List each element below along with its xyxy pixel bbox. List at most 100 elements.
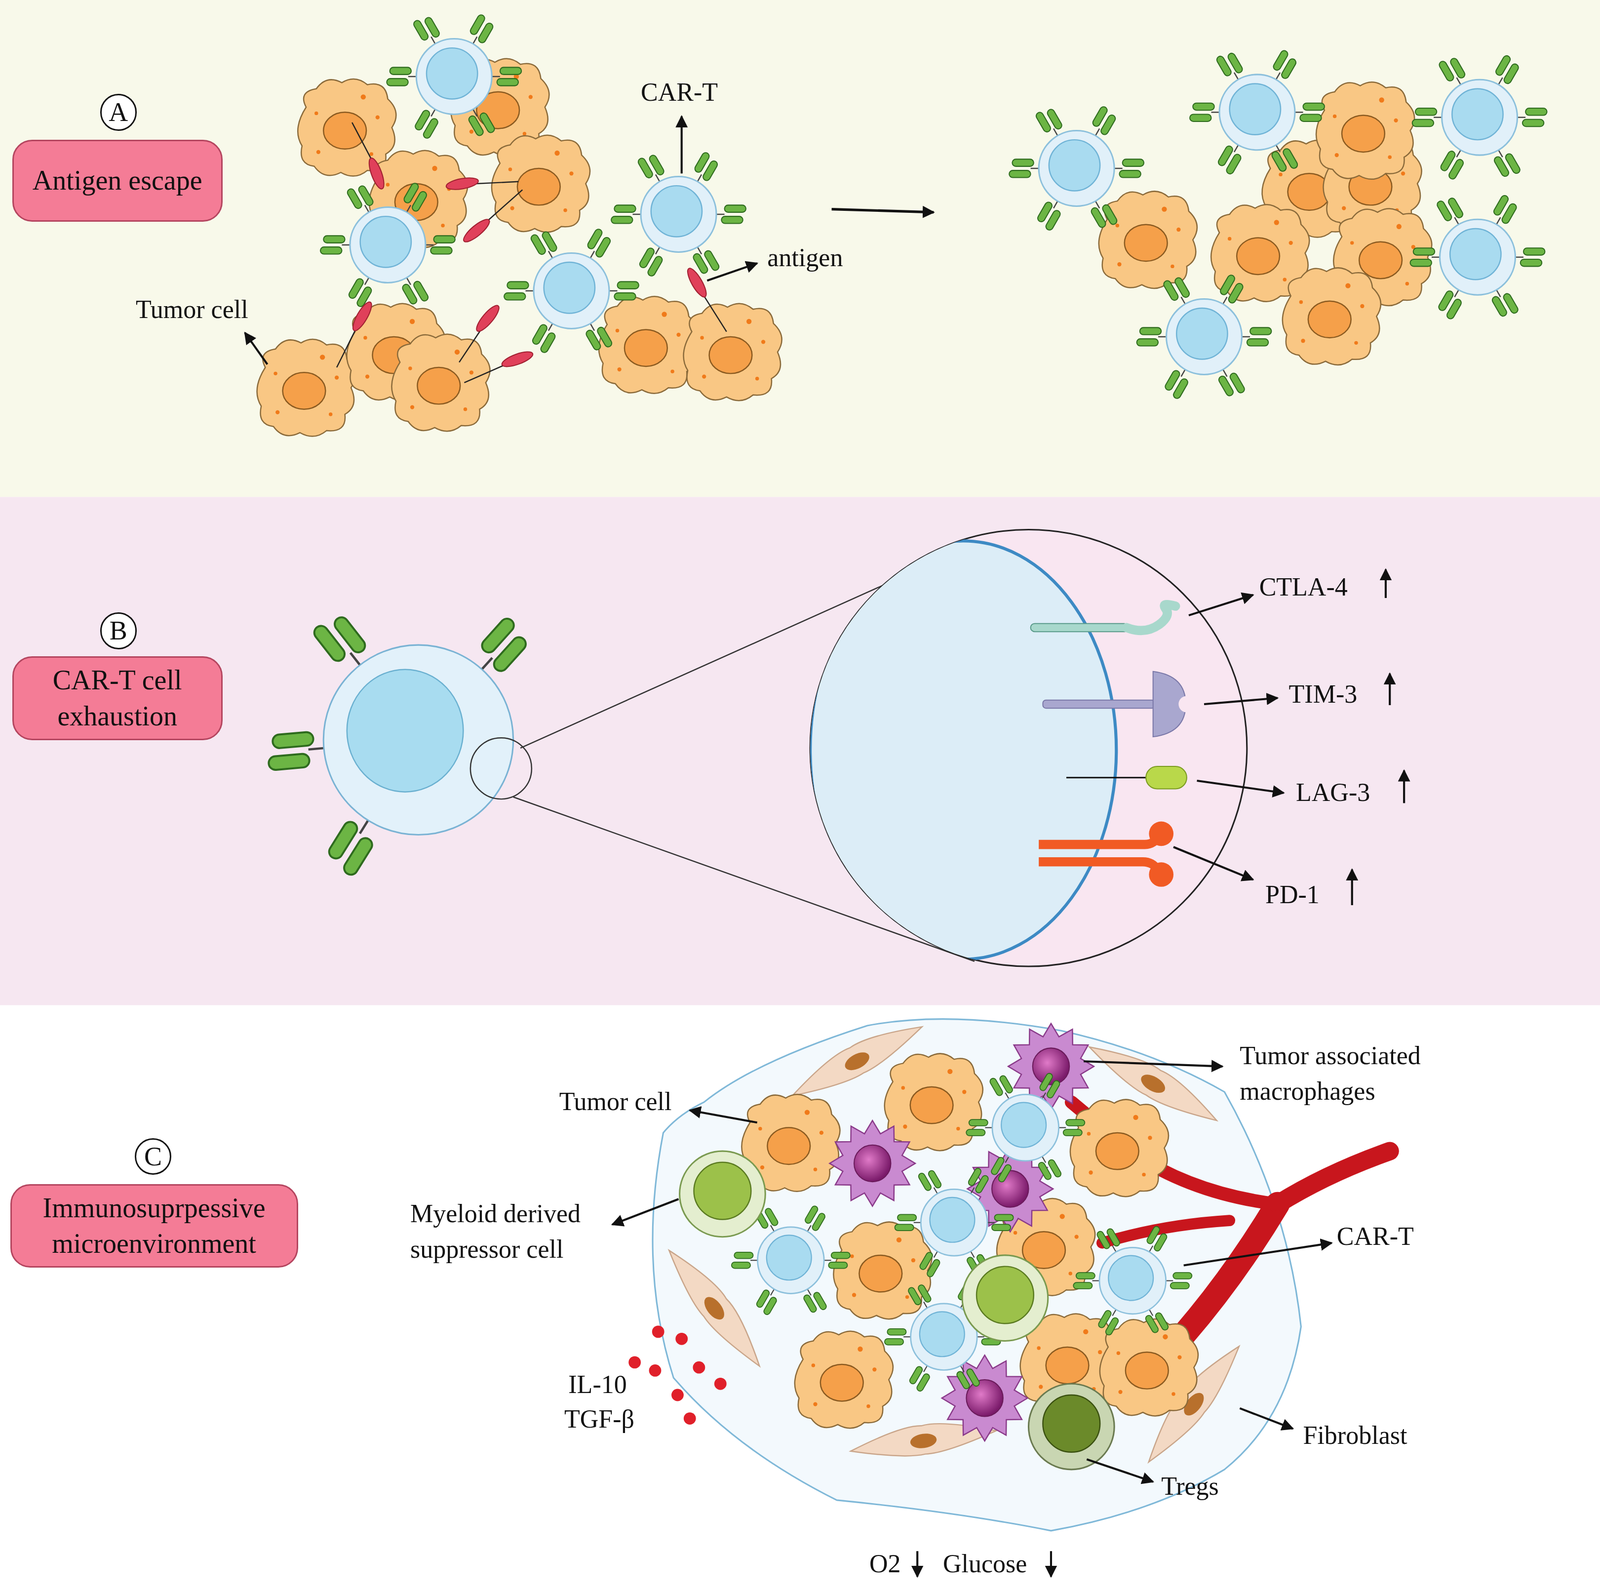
annotation-label: PD-1 (1265, 876, 1320, 913)
panel-c-leaders (612, 1060, 1332, 1577)
leader-arrow (612, 1198, 679, 1225)
car-t-cell (1412, 54, 1548, 181)
pd1-head (1148, 821, 1174, 847)
antigen (349, 299, 375, 334)
cytokine-dot (714, 1377, 727, 1390)
antigen-stem (464, 364, 507, 383)
panel-letter-circle: B (100, 612, 137, 649)
panel-letter: B (109, 617, 128, 644)
antigen-escape-after (1009, 49, 1547, 400)
cytokine-dot (628, 1355, 641, 1368)
antigen-stem (702, 292, 727, 332)
leader-arrow (1183, 1242, 1332, 1265)
car-t-cell (320, 182, 456, 309)
mdsc-cell (679, 1150, 766, 1237)
transition-arrow (831, 209, 935, 213)
increase-arrow (1388, 673, 1391, 705)
ctla4-head (1126, 604, 1176, 631)
panel-title: Immunosuprpessive microenvironment (18, 1189, 290, 1262)
tumor-cell (1282, 267, 1381, 365)
panel-title: Antigen escape (32, 162, 203, 199)
lag3-stalk (1066, 776, 1148, 779)
increase-arrow (1403, 770, 1405, 803)
tumor-cell (1316, 81, 1415, 180)
leader-arrow (1083, 1060, 1223, 1066)
tim3-stalk (1042, 700, 1155, 709)
tumor-cell (884, 1053, 983, 1151)
decrease-arrow (1050, 1550, 1053, 1577)
car-t-cell (1073, 1224, 1192, 1336)
car-t-cell (1136, 273, 1272, 400)
car-receptor (266, 730, 326, 771)
tumor-boundary (652, 1018, 1301, 1531)
t-cell-membrane (323, 644, 513, 835)
leader-arrow (1239, 1407, 1293, 1429)
annotation-label: TGF-β (564, 1401, 635, 1437)
tumor-cell (491, 135, 590, 233)
tumor-cell (1099, 1318, 1199, 1416)
tumor-cell (1070, 1099, 1169, 1197)
cytokine-dot (692, 1361, 705, 1374)
car-t-cell (1410, 194, 1546, 320)
annotation-label: TIM-3 (1288, 676, 1358, 712)
leader-arrow (1204, 698, 1278, 704)
pd1-chain (1038, 857, 1162, 874)
leader-arrow (244, 332, 268, 365)
annotation-label: CAR-T (640, 74, 718, 111)
leader-arrow (1086, 1458, 1153, 1482)
car-t-cell (966, 1071, 1085, 1183)
antigen-stem (459, 328, 482, 362)
increase-arrow (1384, 569, 1387, 598)
panel-letter-circle: A (100, 93, 137, 131)
annotation-label: IL-10 (568, 1366, 627, 1403)
antigen-stem (485, 189, 523, 223)
car-t-cell (611, 151, 746, 278)
cytokine-dots (628, 1325, 727, 1424)
annotation-label: Fibroblast (1303, 1417, 1408, 1453)
pd1-chain (1038, 830, 1164, 849)
antigen (684, 266, 710, 300)
increase-arrow (1351, 869, 1354, 905)
panel-b-background (0, 496, 1600, 1005)
membrane-segment (810, 540, 1117, 959)
t-cell-nucleus (347, 669, 464, 792)
tumor-cell (683, 303, 782, 401)
car-t-cell (386, 13, 522, 140)
tim3-notch (1178, 695, 1195, 712)
annotation-label: Tumor cell (559, 1083, 672, 1120)
leader-arrow (1173, 846, 1253, 880)
zoom-view (810, 529, 1248, 967)
cytokine-dot (675, 1332, 688, 1345)
annotation-label: Tregs (1161, 1468, 1219, 1504)
decrease-arrow (916, 1550, 919, 1577)
leader-arrow (706, 263, 757, 281)
tumor-cell (391, 334, 490, 432)
panel-title-box: CAR-T cell exhaustion (12, 656, 223, 740)
cytokine-dot (652, 1325, 665, 1338)
cytokine-dot (671, 1388, 684, 1402)
cytokine-dot (683, 1411, 697, 1425)
tumor-cell (257, 339, 356, 437)
panel-title-box: Immunosuprpessive microenvironment (10, 1183, 299, 1268)
tumor-cell (794, 1330, 894, 1429)
cytokine-dot (649, 1364, 662, 1377)
antigen (445, 175, 480, 192)
antigen (366, 156, 388, 191)
car-t-cell (504, 228, 639, 354)
panel-letter: C (144, 1142, 162, 1170)
leader-arrow (680, 116, 683, 174)
receptor-leaders (1173, 569, 1405, 905)
pd1-head (1148, 861, 1174, 887)
vessel-branch (1277, 1150, 1390, 1204)
antigen-stems (336, 122, 727, 383)
antigen (460, 216, 493, 245)
tumor-cell (1098, 191, 1198, 289)
panel-letter: A (108, 98, 128, 126)
leader-arrow (1197, 780, 1285, 793)
antigen-escape-before (257, 13, 782, 437)
panel-letter-circle: C (134, 1137, 172, 1175)
leader-arrow (1188, 594, 1253, 616)
annotation-label: O2 (869, 1545, 901, 1582)
panel-a-background (0, 0, 1600, 497)
